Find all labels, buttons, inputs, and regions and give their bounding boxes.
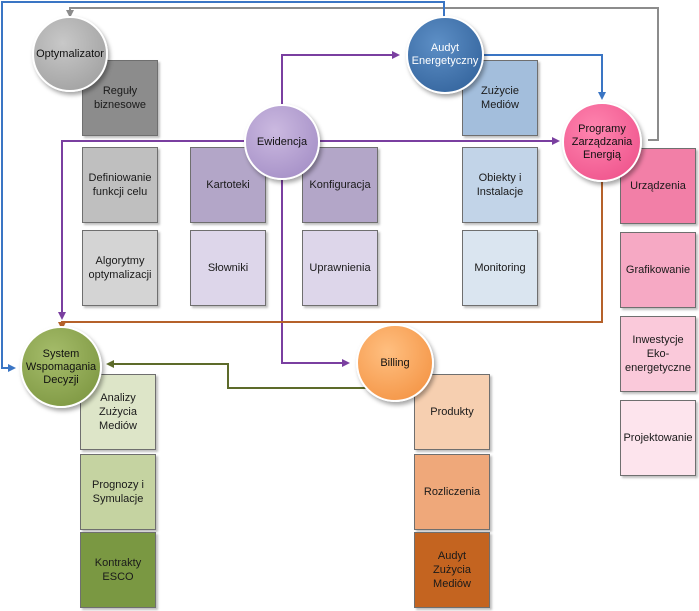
box-monitoring: Monitoring [462,230,538,306]
node-billing: Billing [356,324,434,402]
box-audyt-zuzycia-mediow: Audyt Zużycia Mediów [414,532,490,608]
box-inwestycje-eko-energetyczne: Inwestycje Eko- energetyczne [620,316,696,392]
arrow-programy-to-optymalizator [66,7,659,141]
box-definiowanie-funkcji-celu: Definiowanie funkcji celu [82,147,158,223]
box-grafikowanie: Grafikowanie [620,232,696,308]
arrow-audyt-to-system [1,1,445,372]
box-uprawnienia: Uprawnienia [302,230,378,306]
box-rozliczenia: Rozliczenia [414,454,490,530]
arrow-ewidencja-to-system [58,140,244,320]
node-audyt-energetyczny: Audyt Energetyczny [406,16,484,94]
box-algorytmy-optymalizacji: Algorytmy optymalizacji [82,230,158,306]
node-system-wspomagania-decyzji: System Wspomagania Decyzji [20,326,102,408]
arrow-audyt-to-programy [484,54,606,100]
box-prognozy-i-symulacje: Prognozy i Symulacje [80,454,156,530]
box-kontrakty-esco: Kontrakty ESCO [80,532,156,608]
box-reguly-biznesowe: Reguły biznesowe [82,60,158,136]
box-produkty: Produkty [414,374,490,450]
node-ewidencja: Ewidencja [244,104,320,180]
node-optymalizator: Optymalizator [32,16,108,92]
box-analizy-zuzycia-mediow: Analizy Zużycia Mediów [80,374,156,450]
box-projektowanie: Projektowanie [620,400,696,476]
node-programy-zarzadzania-energia: Programy Zarządzania Energią [562,102,642,182]
box-obiekty-i-instalacje: Obiekty i Instalacje [462,147,538,223]
arrow-programy-to-system [58,178,603,330]
arrow-ewidencja-to-billing [281,178,350,367]
arrow-ewidencja-to-audyt [281,51,400,106]
box-slowniki: Słowniki [190,230,266,306]
